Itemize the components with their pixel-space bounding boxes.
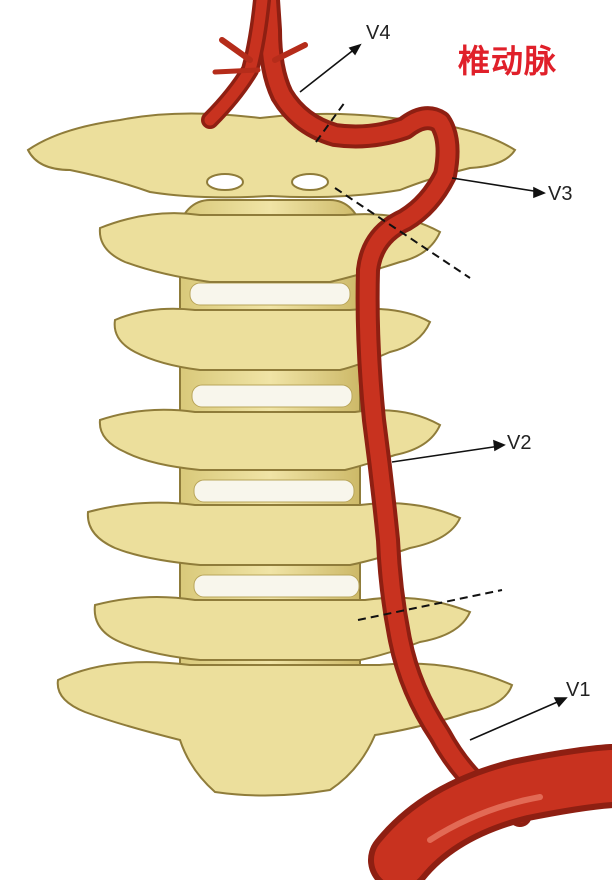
v1-leader: [469, 699, 563, 741]
leader-arrows: [299, 43, 568, 741]
disc: [191, 384, 353, 408]
disc: [189, 282, 351, 306]
c5-vertebra: [86, 501, 462, 566]
c6-vertebra: [93, 595, 472, 661]
disc: [193, 479, 355, 503]
segment-label-v3: V3: [548, 183, 573, 205]
v2-leader: [391, 445, 501, 463]
c4-vertebra: [98, 408, 442, 471]
v3-leader: [451, 177, 541, 193]
figure-title: 椎动脉: [458, 42, 558, 80]
vertebrae: [26, 112, 517, 797]
v2-v3-boundary: [334, 187, 471, 279]
v4-leader: [299, 47, 357, 93]
vertebral-artery: [201, 0, 612, 880]
axis-vertebra: [98, 212, 442, 283]
disc: [193, 574, 360, 598]
segment-label-v4: V4: [366, 22, 391, 44]
v1-v2-boundary: [357, 589, 503, 621]
c3-vertebra: [113, 307, 432, 371]
segment-boundaries: [315, 101, 503, 621]
segment-label-v2: V2: [507, 432, 532, 454]
segment-label-v1: V1: [566, 679, 591, 701]
v3-v4-boundary: [315, 101, 346, 143]
